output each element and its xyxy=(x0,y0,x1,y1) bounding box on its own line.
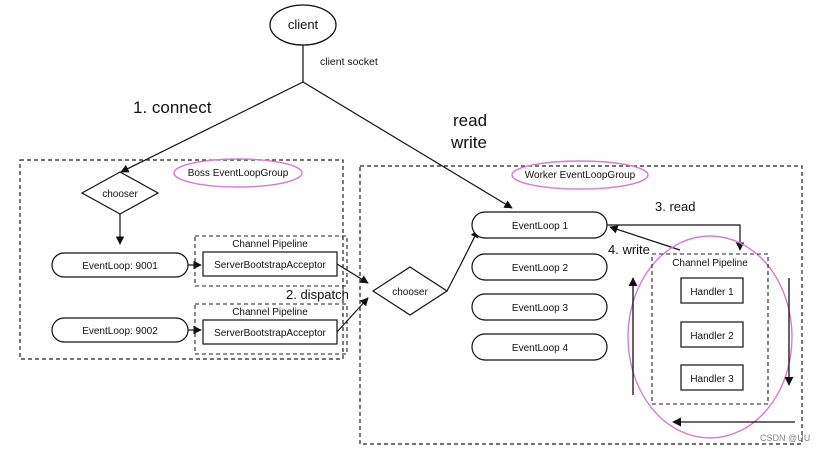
worker-group-label: Worker EventLoopGroup xyxy=(525,170,636,181)
boss-pipeline-1 xyxy=(194,235,348,287)
read-step-label: 3. read xyxy=(655,199,695,214)
write-step-label: 4. write xyxy=(608,242,650,257)
acceptor-2-to-chooser-arrow xyxy=(336,297,369,333)
worker-eventloop-1-label: EventLoop 1 xyxy=(512,221,569,232)
boss-pipeline-1-title: Channel Pipeline xyxy=(232,239,308,250)
client-socket-label: client socket xyxy=(320,56,378,68)
worker-eventloop-3-label: EventLoop 3 xyxy=(512,303,569,314)
read-label: read xyxy=(453,111,487,130)
write-arrow xyxy=(609,225,681,251)
read-arrow xyxy=(607,224,745,251)
boss-eventloop-9002-label: EventLoop: 9002 xyxy=(82,326,158,337)
chooser-to-eventloop1-arrow xyxy=(446,229,479,292)
worker-eventloop-4 xyxy=(471,333,608,361)
center-chooser-diamond xyxy=(371,266,449,316)
handler-2 xyxy=(680,321,744,348)
worker-channel-pipeline xyxy=(651,253,769,405)
client-label: client xyxy=(288,17,319,32)
boss-group-label: Boss EventLoopGroup xyxy=(188,168,289,179)
handler-2-label: Handler 2 xyxy=(690,331,734,342)
handler-1-label: Handler 1 xyxy=(690,287,734,298)
acceptor-1-to-chooser-arrow xyxy=(336,263,369,284)
boss-event-loop-group xyxy=(19,159,344,360)
write-label: write xyxy=(450,133,487,152)
boss-eventloop-9001-label: EventLoop: 9001 xyxy=(82,261,158,272)
handler-1 xyxy=(680,277,744,304)
worker-pipeline-title: Channel Pipeline xyxy=(672,258,748,269)
handler-3 xyxy=(680,364,744,391)
worker-group-highlight xyxy=(511,160,649,190)
boss-acceptor-2-label: ServerBootstrapAcceptor xyxy=(214,328,326,339)
worker-eventloop-3 xyxy=(471,293,608,321)
worker-eventloop-2 xyxy=(471,253,608,281)
pipeline-highlight xyxy=(627,235,793,439)
worker-eventloop-4-label: EventLoop 4 xyxy=(512,343,569,354)
handler-3-label: Handler 3 xyxy=(690,374,734,385)
boss-group-highlight xyxy=(173,158,303,188)
connect-label: 1. connect xyxy=(133,98,212,117)
dispatch-label: 2. dispatch xyxy=(286,287,349,302)
read-write-arrow xyxy=(302,81,513,209)
boss-pipeline-2-title: Channel Pipeline xyxy=(232,307,308,318)
boss-acceptor-2 xyxy=(202,319,338,345)
connect-arrow xyxy=(120,81,304,173)
boss-chooser-label: chooser xyxy=(102,189,138,200)
center-chooser-label: chooser xyxy=(392,287,428,298)
watermark: CSDN @ᑌᑌ xyxy=(760,433,810,443)
boss-pipeline-2 xyxy=(194,303,348,355)
worker-event-loop-group xyxy=(359,165,803,445)
worker-eventloop-2-label: EventLoop 2 xyxy=(512,263,569,274)
boss-acceptor-1-label: ServerBootstrapAcceptor xyxy=(214,260,326,271)
